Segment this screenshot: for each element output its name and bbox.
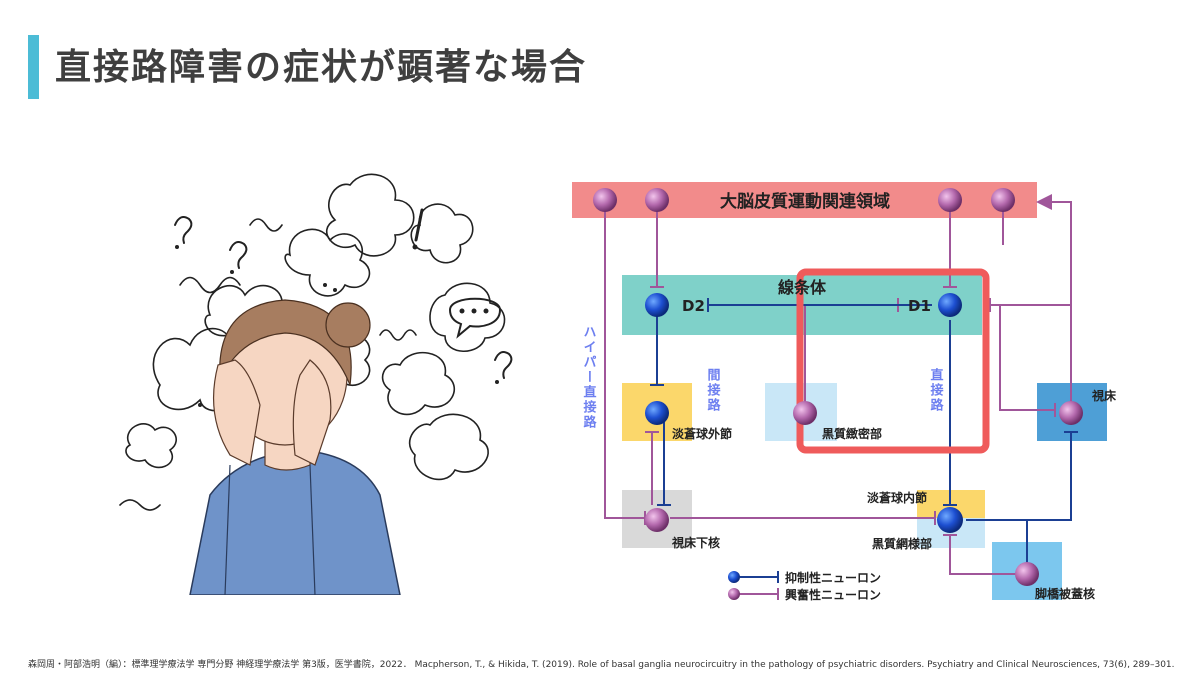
gpi-neuron	[937, 507, 963, 533]
snc-neuron	[793, 401, 817, 425]
cortex-neuron	[991, 188, 1015, 212]
citation-footer: 森岡周・阿部浩明（編）：標準理学療法学 専門分野 神経理学療法学 第3版，医学書…	[28, 660, 1175, 670]
thalamus-neuron	[1059, 401, 1083, 425]
basal-ganglia-diagram: 大脳皮質運動関連領域 線条体 D2 D1 淡蒼球外節 黒質緻密部 視床 視床下核…	[572, 182, 1117, 602]
d1-neuron	[938, 293, 962, 317]
snc-label: 黒質緻密部	[822, 426, 882, 441]
direct-path-label: 直接路	[928, 367, 944, 413]
thalamus-label: 視床	[1091, 388, 1117, 403]
legend: 抑制性ニューロン 興奮性ニューロン	[728, 570, 881, 602]
cortex-neuron	[645, 188, 669, 212]
ppn-neuron	[1015, 562, 1039, 586]
stn-neuron	[645, 508, 669, 532]
page-title: 直接路障害の症状が顕著な場合	[55, 47, 588, 88]
legend-inhibitory-neuron	[728, 571, 740, 583]
legend-excitatory-label: 興奮性ニューロン	[785, 587, 881, 602]
gpe-neuron	[645, 401, 669, 425]
distressed-person-illustration	[119, 173, 513, 595]
indirect-path-label: 間接路	[705, 368, 721, 413]
stn-label: 視床下核	[671, 535, 720, 550]
d2-neuron	[645, 293, 669, 317]
cortex-neuron	[593, 188, 617, 212]
ppn-label: 脚橋被蓋核	[1035, 586, 1095, 601]
gpi-label: 淡蒼球内節	[867, 490, 927, 505]
gpe-label: 淡蒼球外節	[672, 426, 732, 441]
legend-inhibitory-label: 抑制性ニューロン	[785, 570, 881, 585]
cortex-label: 大脳皮質運動関連領域	[720, 191, 890, 212]
striatum-label: 線条体	[778, 278, 827, 297]
cortex-neuron	[938, 188, 962, 212]
legend-excitatory-neuron	[728, 588, 740, 600]
d1-label: D1	[908, 297, 931, 315]
cortex-neurons	[593, 188, 1015, 212]
snr-label: 黒質網様部	[872, 536, 932, 551]
title-accent-bar	[28, 35, 39, 99]
direct-path-highlight	[796, 268, 990, 454]
hyperdirect-path-label: ハイパー直接路	[581, 325, 597, 430]
d2-label: D2	[682, 297, 705, 315]
